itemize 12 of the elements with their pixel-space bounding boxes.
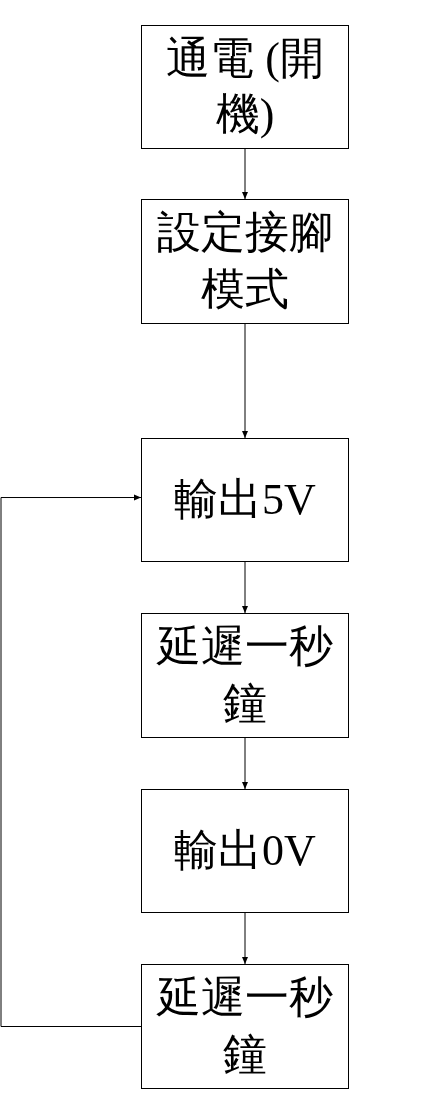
arrow bbox=[0, 494, 142, 1027]
process-box: 延遲一秒鐘 bbox=[141, 613, 349, 738]
process-box: 設定接腳模式 bbox=[141, 199, 349, 324]
arrow bbox=[242, 912, 248, 965]
arrow bbox=[242, 561, 248, 614]
process-box: 輸出0V bbox=[141, 789, 349, 913]
process-box: 輸出5V bbox=[141, 438, 349, 562]
arrow bbox=[242, 323, 248, 439]
arrow bbox=[242, 737, 248, 790]
arrow bbox=[242, 148, 248, 200]
process-box: 延遲一秒鐘 bbox=[141, 964, 349, 1089]
process-box: 通電 (開機) bbox=[141, 25, 349, 149]
